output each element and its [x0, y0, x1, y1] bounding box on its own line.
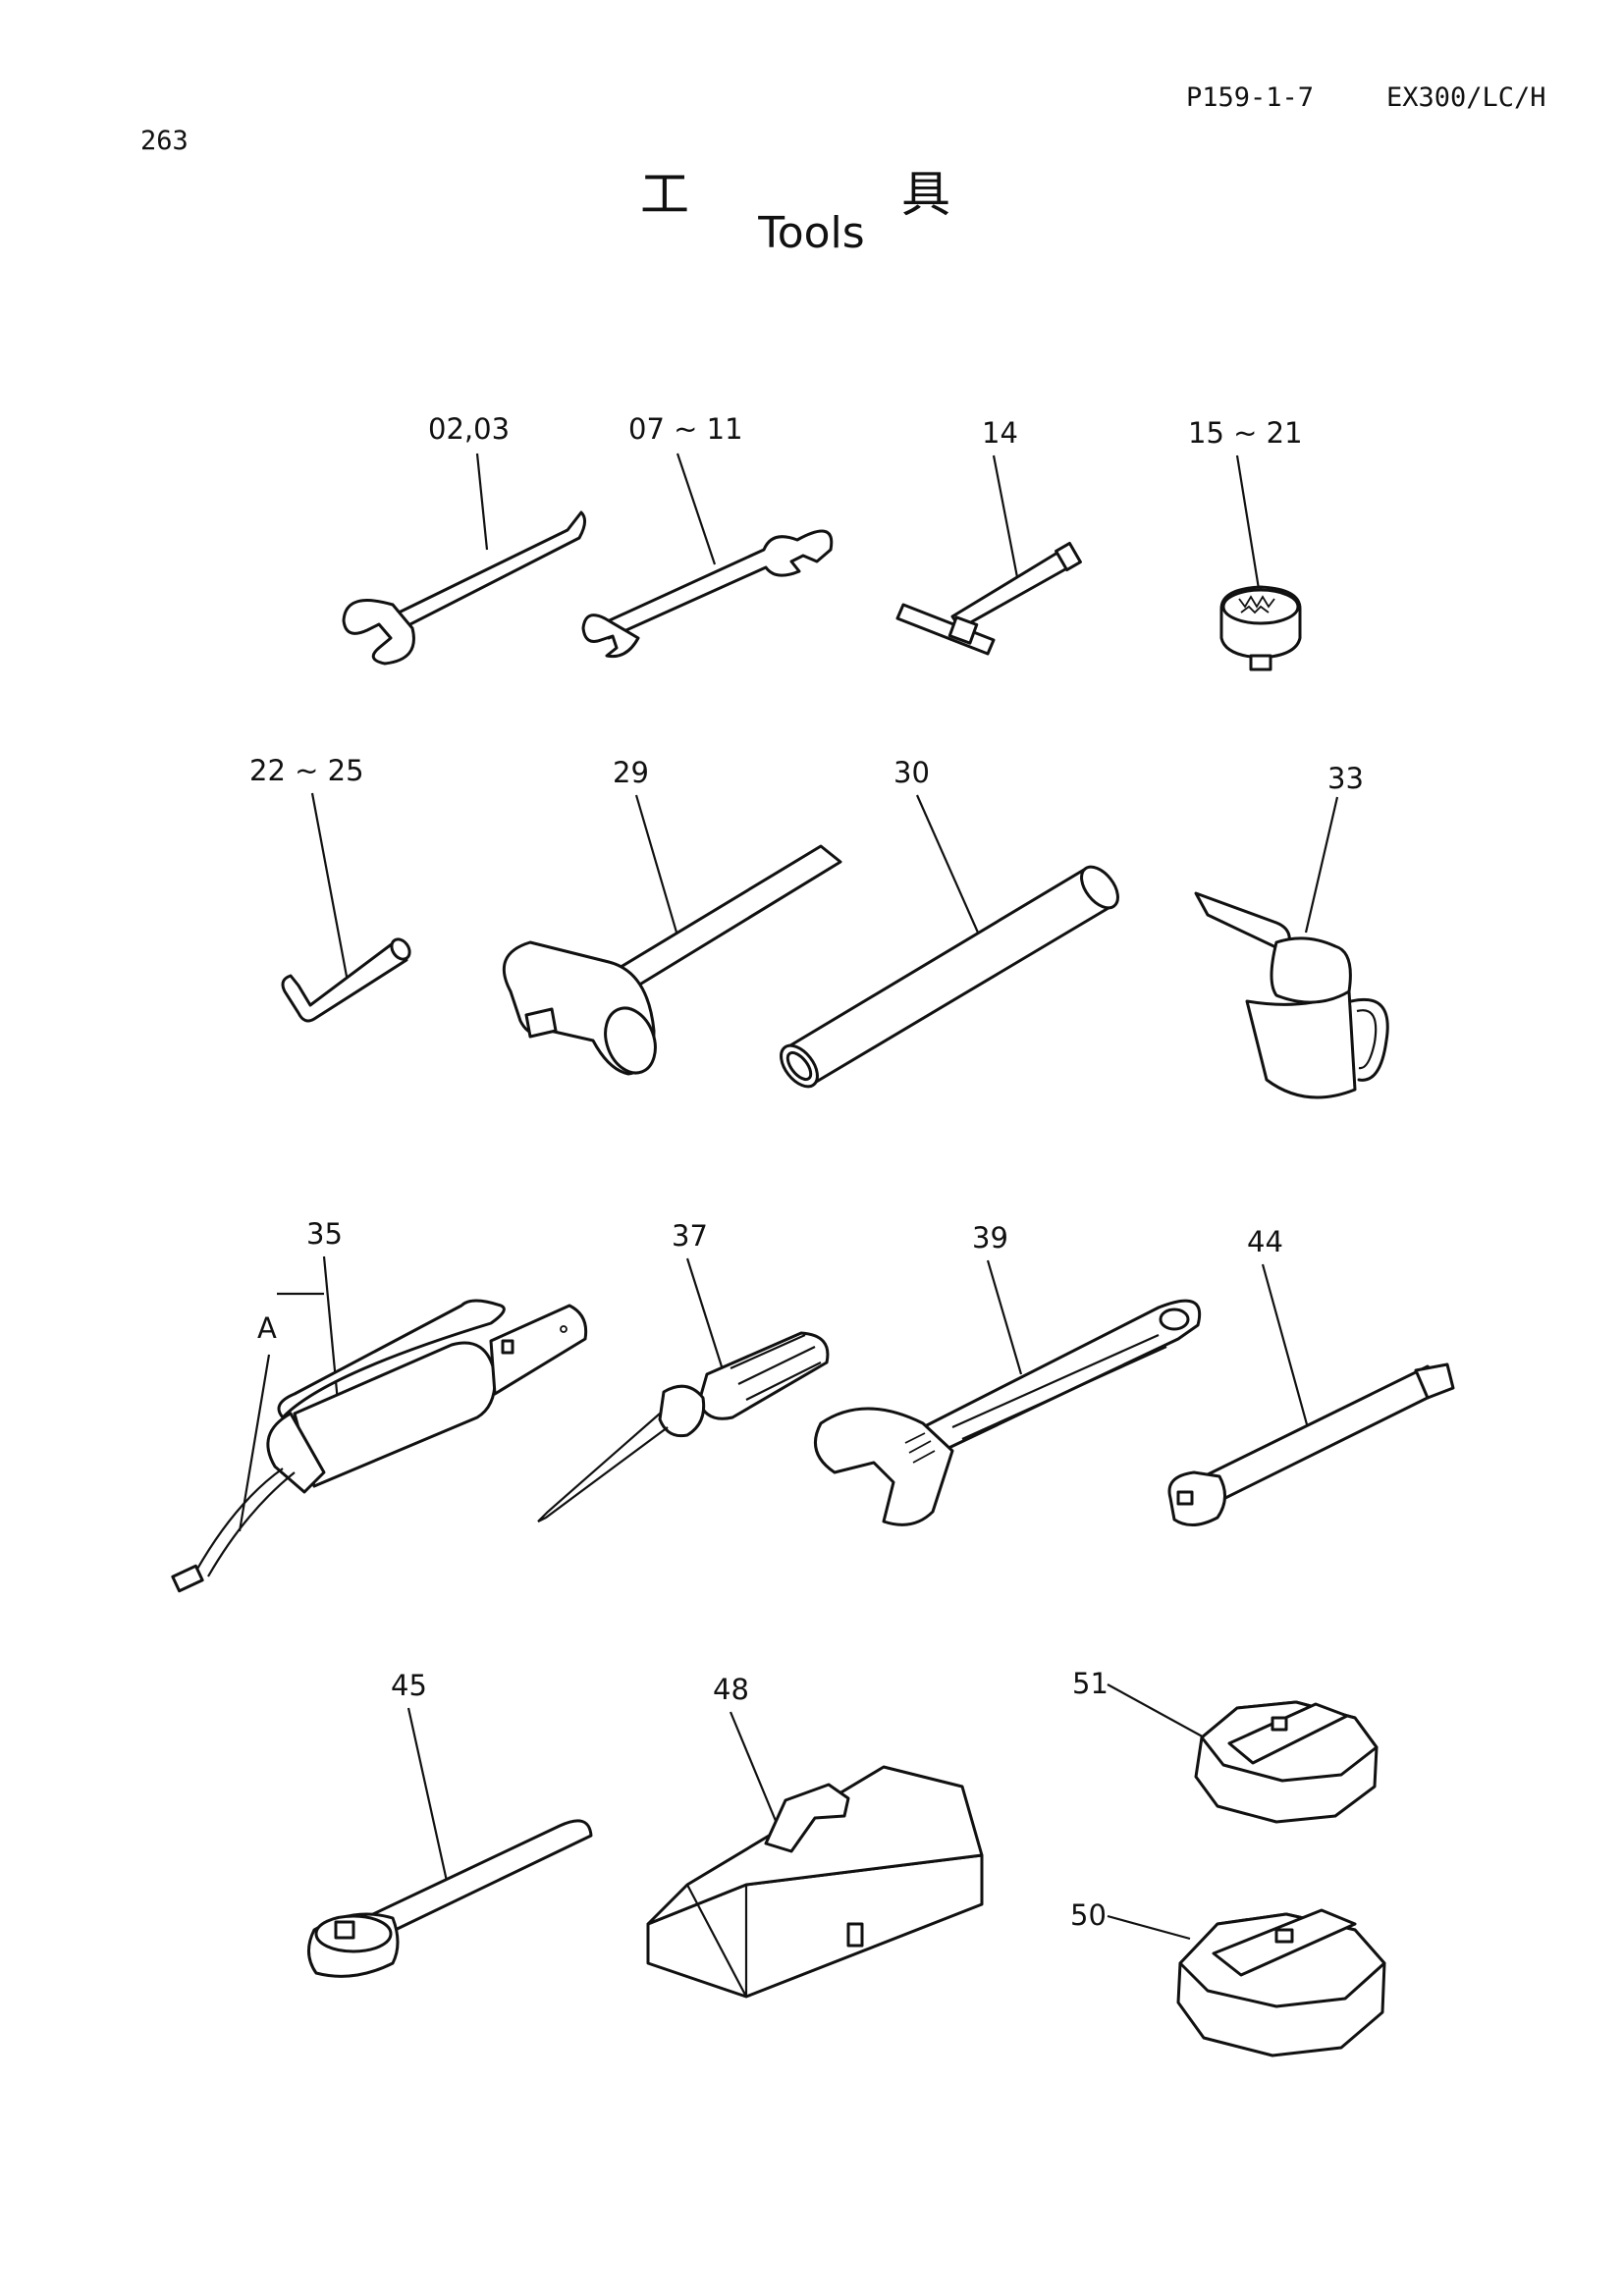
callout-37: 37: [672, 1219, 708, 1253]
ratchet-handle-45-icon: [307, 1819, 593, 1978]
grease-gun-35-icon: [171, 1299, 588, 1593]
hammer-29-icon: [502, 844, 842, 1076]
title-jp-char-2: 具: [901, 166, 950, 223]
callout-48: 48: [713, 1673, 749, 1706]
page-code: P159-1-7: [1186, 82, 1315, 113]
model-code: EX300/LC/H: [1386, 82, 1546, 113]
callout-a: A: [257, 1311, 277, 1345]
callout-45: 45: [391, 1669, 427, 1702]
socket-15-21-icon: [1219, 585, 1302, 671]
oil-jug-33-icon: [1194, 891, 1389, 1099]
filter-wrench-51-icon: [1194, 1700, 1379, 1824]
callout-44: 44: [1247, 1225, 1283, 1258]
callout-29: 29: [613, 756, 649, 789]
title-jp-char-1: 工: [640, 166, 689, 223]
extension-bar-44-icon: [1167, 1362, 1455, 1526]
screwdriver-37-icon: [537, 1331, 830, 1522]
callout-51: 51: [1072, 1667, 1109, 1700]
pipe-bar-30-icon: [780, 865, 1119, 1089]
callout-07-11: 07 ~ 11: [628, 412, 743, 446]
t-handle-socket-wrench-14-icon: [895, 541, 1082, 656]
callout-39: 39: [972, 1221, 1008, 1255]
callout-50: 50: [1070, 1898, 1107, 1932]
hex-key-22-25-icon: [281, 937, 411, 1023]
callout-22-25: 22 ~ 25: [249, 754, 364, 787]
callout-14: 14: [982, 416, 1018, 450]
leader-lines: [238, 453, 1339, 1941]
page-number: 263: [140, 126, 189, 156]
adjustable-wrench-39-icon: [813, 1299, 1201, 1526]
page-title: Tools: [758, 208, 865, 258]
callout-30: 30: [893, 756, 930, 789]
double-wrench-07-11-icon: [581, 529, 834, 659]
open-end-wrench-02-03-icon: [342, 510, 586, 666]
callout-35: 35: [306, 1217, 343, 1251]
toolbox-48-icon: [646, 1765, 984, 1999]
filter-wrench-50-icon: [1176, 1908, 1386, 2057]
callout-15-21: 15 ~ 21: [1188, 416, 1303, 450]
callout-33: 33: [1327, 762, 1364, 795]
callout-02-03: 02,03: [428, 412, 511, 446]
